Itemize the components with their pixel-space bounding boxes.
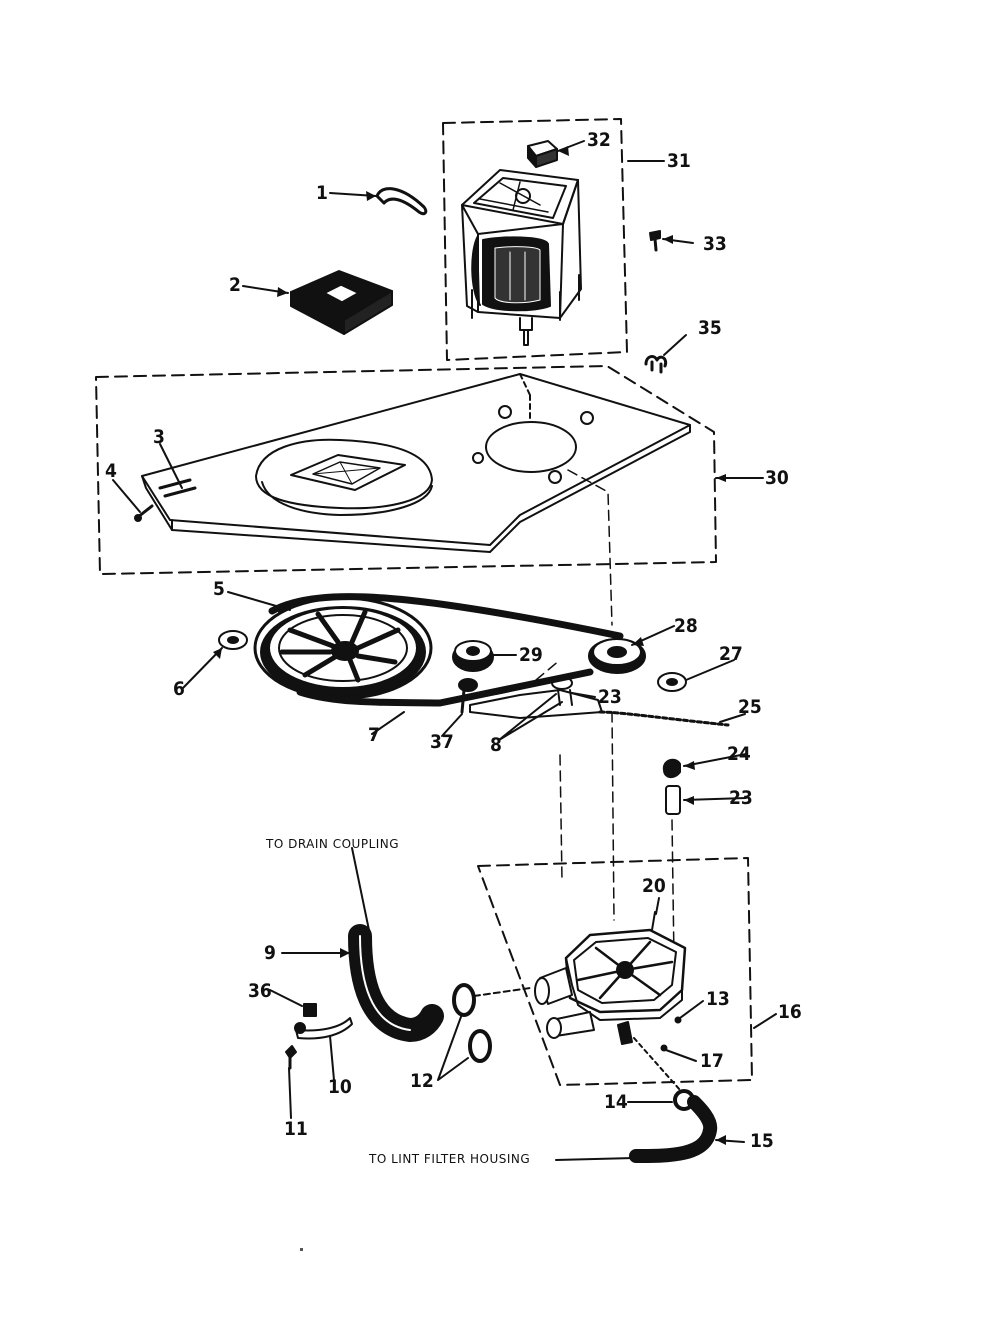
alignment-lines — [535, 469, 675, 961]
callout-30: 30 — [765, 467, 789, 489]
idler-pulley-part — [452, 640, 494, 672]
callout-9: 9 — [264, 942, 276, 964]
sleeve-part-23 — [665, 785, 681, 815]
motor-part — [461, 169, 582, 346]
callout-28: 28 — [674, 615, 698, 637]
callout-6: 6 — [173, 678, 185, 700]
callout-4: 4 — [105, 460, 117, 482]
callout-3: 3 — [153, 426, 165, 448]
callout-14: 14 — [604, 1091, 628, 1113]
pump-pin-part-20 — [651, 911, 656, 931]
screw-part-17 — [660, 1044, 668, 1052]
group-box-base — [95, 365, 717, 575]
callout-8: 8 — [490, 734, 502, 756]
callout-1: 1 — [316, 182, 328, 204]
callout-32: 32 — [587, 129, 611, 151]
pump-part — [534, 928, 687, 1091]
pad-part — [290, 270, 393, 335]
callout-5: 5 — [213, 578, 225, 600]
washer-part-6 — [218, 630, 248, 650]
hose-clamp-part — [452, 983, 531, 1063]
motor-pulley-part — [588, 638, 646, 674]
callout-27: 27 — [719, 643, 743, 665]
screw-part-13 — [674, 1016, 682, 1024]
callout-35: 35 — [698, 317, 722, 339]
callout-33: 33 — [703, 233, 727, 255]
callout-16: 16 — [778, 1001, 802, 1023]
washer-part-27 — [657, 672, 687, 692]
callout-23-upper: 23 — [598, 686, 622, 708]
callout-2: 2 — [229, 274, 241, 296]
callout-13: 13 — [706, 988, 730, 1010]
terminal-block-part — [527, 140, 558, 168]
callout-12: 12 — [410, 1070, 434, 1092]
lint-hose-part — [629, 1095, 718, 1163]
callout-29: 29 — [519, 644, 543, 666]
callout-20: 20 — [642, 875, 666, 897]
callout-36: 36 — [248, 980, 272, 1002]
note-drain-coupling: TO DRAIN COUPLING — [266, 837, 400, 851]
base-plate-part — [141, 373, 691, 553]
idler-bracket-part — [469, 676, 730, 727]
callout-31: 31 — [667, 150, 691, 172]
note-lint-filter: TO LINT FILTER HOUSING — [369, 1152, 531, 1166]
callout-10: 10 — [328, 1076, 352, 1098]
screw-part-11 — [285, 1045, 297, 1070]
callout-25: 25 — [738, 696, 762, 718]
screw-part-4 — [134, 504, 154, 522]
drain-hose-part — [348, 847, 444, 1042]
leader-arrowheads — [213, 146, 726, 1145]
motor-clip-part — [375, 187, 428, 216]
callout-11: 11 — [284, 1118, 308, 1140]
leader-lines — [112, 140, 777, 1161]
callout-15: 15 — [750, 1130, 774, 1152]
belt-part — [268, 593, 624, 707]
scan-speck — [300, 1248, 303, 1251]
group-box-motor — [442, 118, 628, 361]
screw-part-33 — [649, 230, 661, 252]
idler-spring — [493, 677, 553, 695]
large-pulley-part — [253, 596, 433, 700]
bracket-part-36 — [303, 1003, 317, 1017]
clip-part-35 — [644, 355, 668, 374]
group-box-pump — [477, 857, 753, 1086]
bracket-part-10 — [294, 1017, 353, 1040]
callout-7: 7 — [368, 724, 380, 746]
spacer-part-37 — [458, 678, 478, 714]
callout-37: 37 — [430, 731, 454, 753]
callout-17: 17 — [700, 1050, 724, 1072]
damper-part-24 — [662, 758, 681, 778]
callout-23-lower: 23 — [729, 787, 753, 809]
callout-24: 24 — [727, 743, 751, 765]
